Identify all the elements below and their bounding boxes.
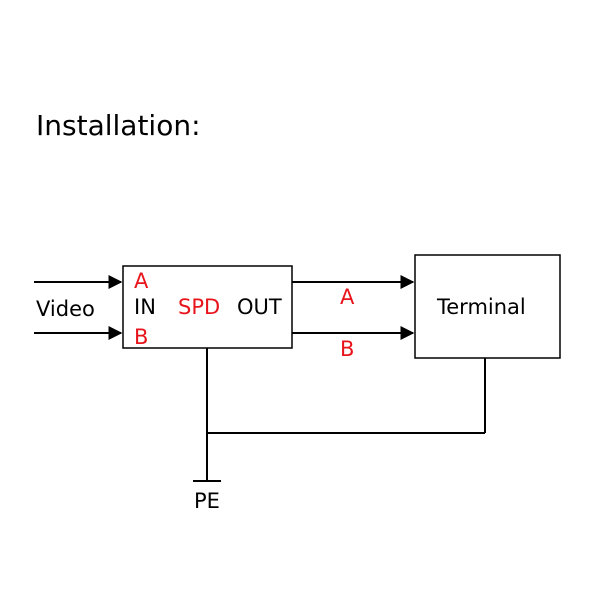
input-label-video: Video: [36, 297, 95, 321]
spd-name-label: SPD: [178, 295, 220, 319]
terminal-box: [414, 254, 561, 359]
spd-in-label: IN: [134, 295, 156, 319]
spd-pin-b-label: B: [134, 325, 148, 349]
spd-pin-a-label: A: [134, 269, 149, 293]
page-title: Installation:: [36, 109, 201, 142]
spd-out-label: OUT: [237, 295, 282, 319]
output-b-label: B: [340, 337, 354, 361]
terminal-label: Terminal: [436, 295, 526, 319]
spd-box: [122, 265, 293, 349]
output-a-label: A: [340, 285, 355, 309]
ground-pe-label: PE: [194, 489, 220, 513]
